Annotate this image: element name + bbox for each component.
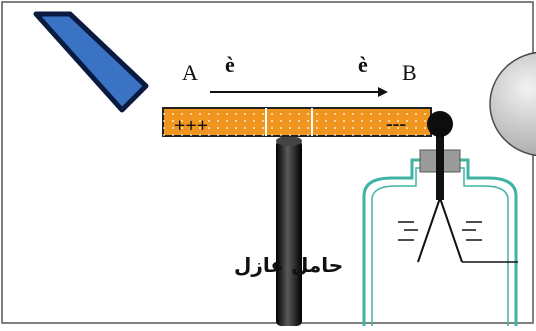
electroscope-leaf-left [417, 197, 441, 263]
label-negative-charges: --- [386, 113, 406, 135]
label-electron-left: è [225, 52, 235, 77]
electroscope [362, 130, 518, 326]
electroscope-rod [436, 130, 444, 200]
label-point-b: B [402, 60, 417, 85]
frame-border [1, 1, 534, 324]
sphere [489, 51, 536, 157]
insulating-stand [276, 136, 302, 326]
label-electron-right: è [358, 52, 368, 77]
electroscope-leaf-right [439, 197, 463, 263]
label-point-a: A [182, 60, 198, 85]
label-positive-charges: +++ [174, 115, 208, 137]
conducting-rod [162, 107, 432, 137]
label-insulating-stand: حامل عازل [234, 253, 343, 277]
electroscope-knob [427, 111, 453, 137]
inducing-rod [33, 11, 149, 113]
